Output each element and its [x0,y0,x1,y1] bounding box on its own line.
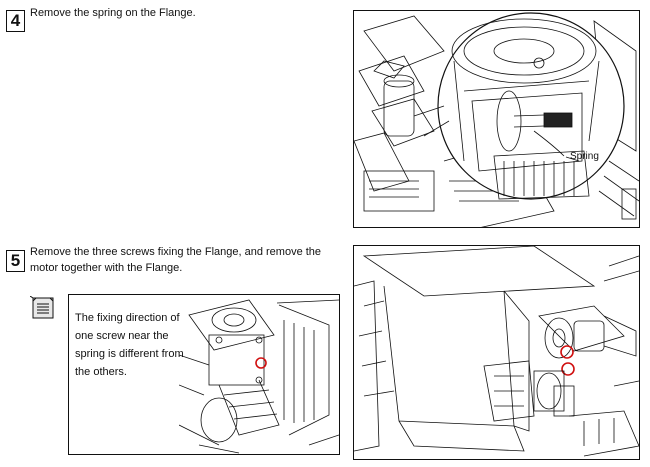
step-5-instruction: Remove the three screws fixing the Flang… [30,246,322,274]
highlighted-screw-marker [255,357,267,369]
step-4-number: 4 [6,10,25,32]
step-4-instruction: Remove the spring on the Flange. [30,7,196,19]
spring-callout-label: Spring [570,151,599,162]
note-icon [29,295,56,320]
highlighted-screw-marker-2 [561,362,575,376]
highlighted-screw-marker-1 [560,345,574,359]
step-4-illustration: Spring [353,10,640,228]
step-5-number: 5 [6,250,25,272]
note-text: The fixing direction of one screw near t… [75,312,184,378]
note-box: The fixing direction of one screw near t… [68,294,340,455]
step-5-illustration [353,245,640,460]
